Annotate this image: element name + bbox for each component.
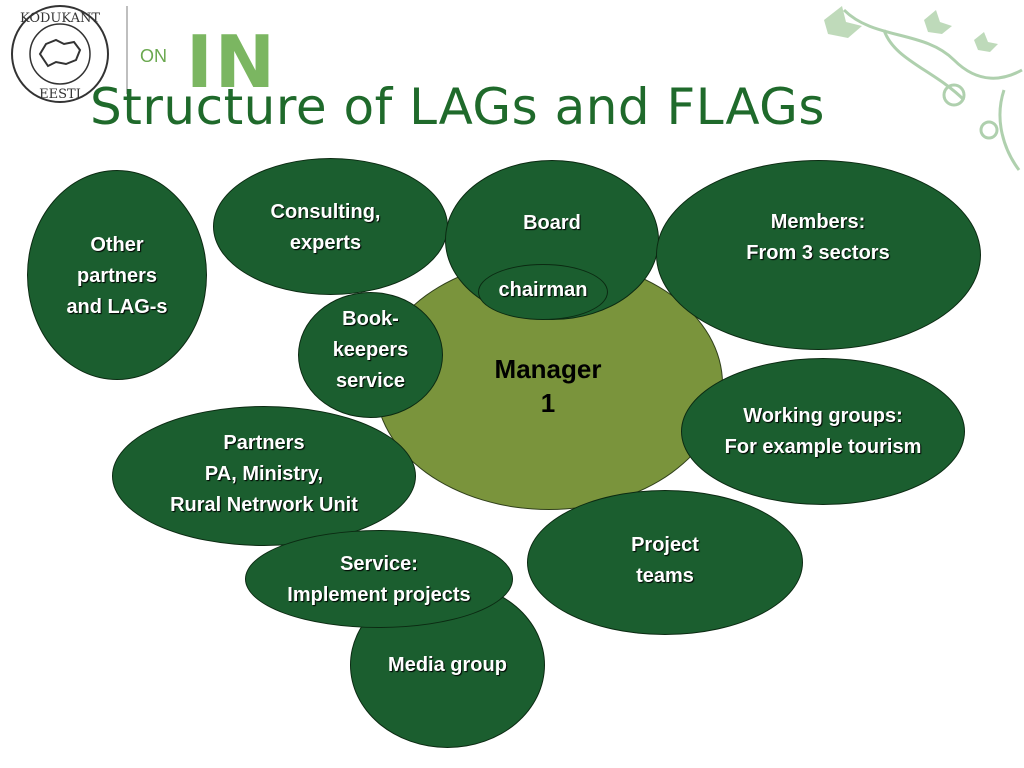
members-bubble — [656, 160, 981, 350]
kodukant-logo: KODUKANT EESTI — [4, 2, 114, 106]
media-group-label: Media group — [388, 654, 507, 676]
chairman-bubble — [478, 264, 608, 320]
working-groups-label: Working groups: For example tourism — [724, 405, 922, 458]
consulting-label: Consulting, experts — [270, 201, 381, 254]
project-teams-bubble — [527, 490, 803, 635]
project-teams-label: Project teams — [631, 534, 699, 587]
onin-on-text: ON — [140, 46, 167, 66]
other-partners-bubble — [27, 170, 207, 380]
onin-in-text: IN — [186, 20, 278, 104]
members-label: Members: From 3 sectors — [746, 211, 890, 264]
manager-label: Manager 1 — [494, 354, 602, 418]
working-groups-bubble — [681, 358, 965, 505]
bookkeepers-bubble — [298, 292, 443, 418]
partners-bubble — [112, 406, 416, 546]
other-partners-label: Other partners and LAG-s — [66, 234, 168, 318]
slide-title: Structure of LAGs and FLAGs — [90, 78, 825, 136]
leaf-decoration — [804, 0, 1024, 200]
svg-text:KODUKANT: KODUKANT — [20, 11, 100, 26]
consulting-bubble — [213, 158, 448, 295]
bookkeepers-label: Book- keepers service — [332, 308, 409, 392]
header-divider — [126, 6, 128, 94]
service-label: Service: Implement projects — [287, 553, 471, 606]
svg-text:EESTI: EESTI — [39, 87, 81, 102]
service-bubble — [245, 530, 513, 628]
board-label: Board — [523, 212, 581, 234]
chairman-label: chairman — [498, 279, 588, 301]
partners-label: Partners PA, Ministry, Rural Netrwork Un… — [170, 432, 358, 516]
